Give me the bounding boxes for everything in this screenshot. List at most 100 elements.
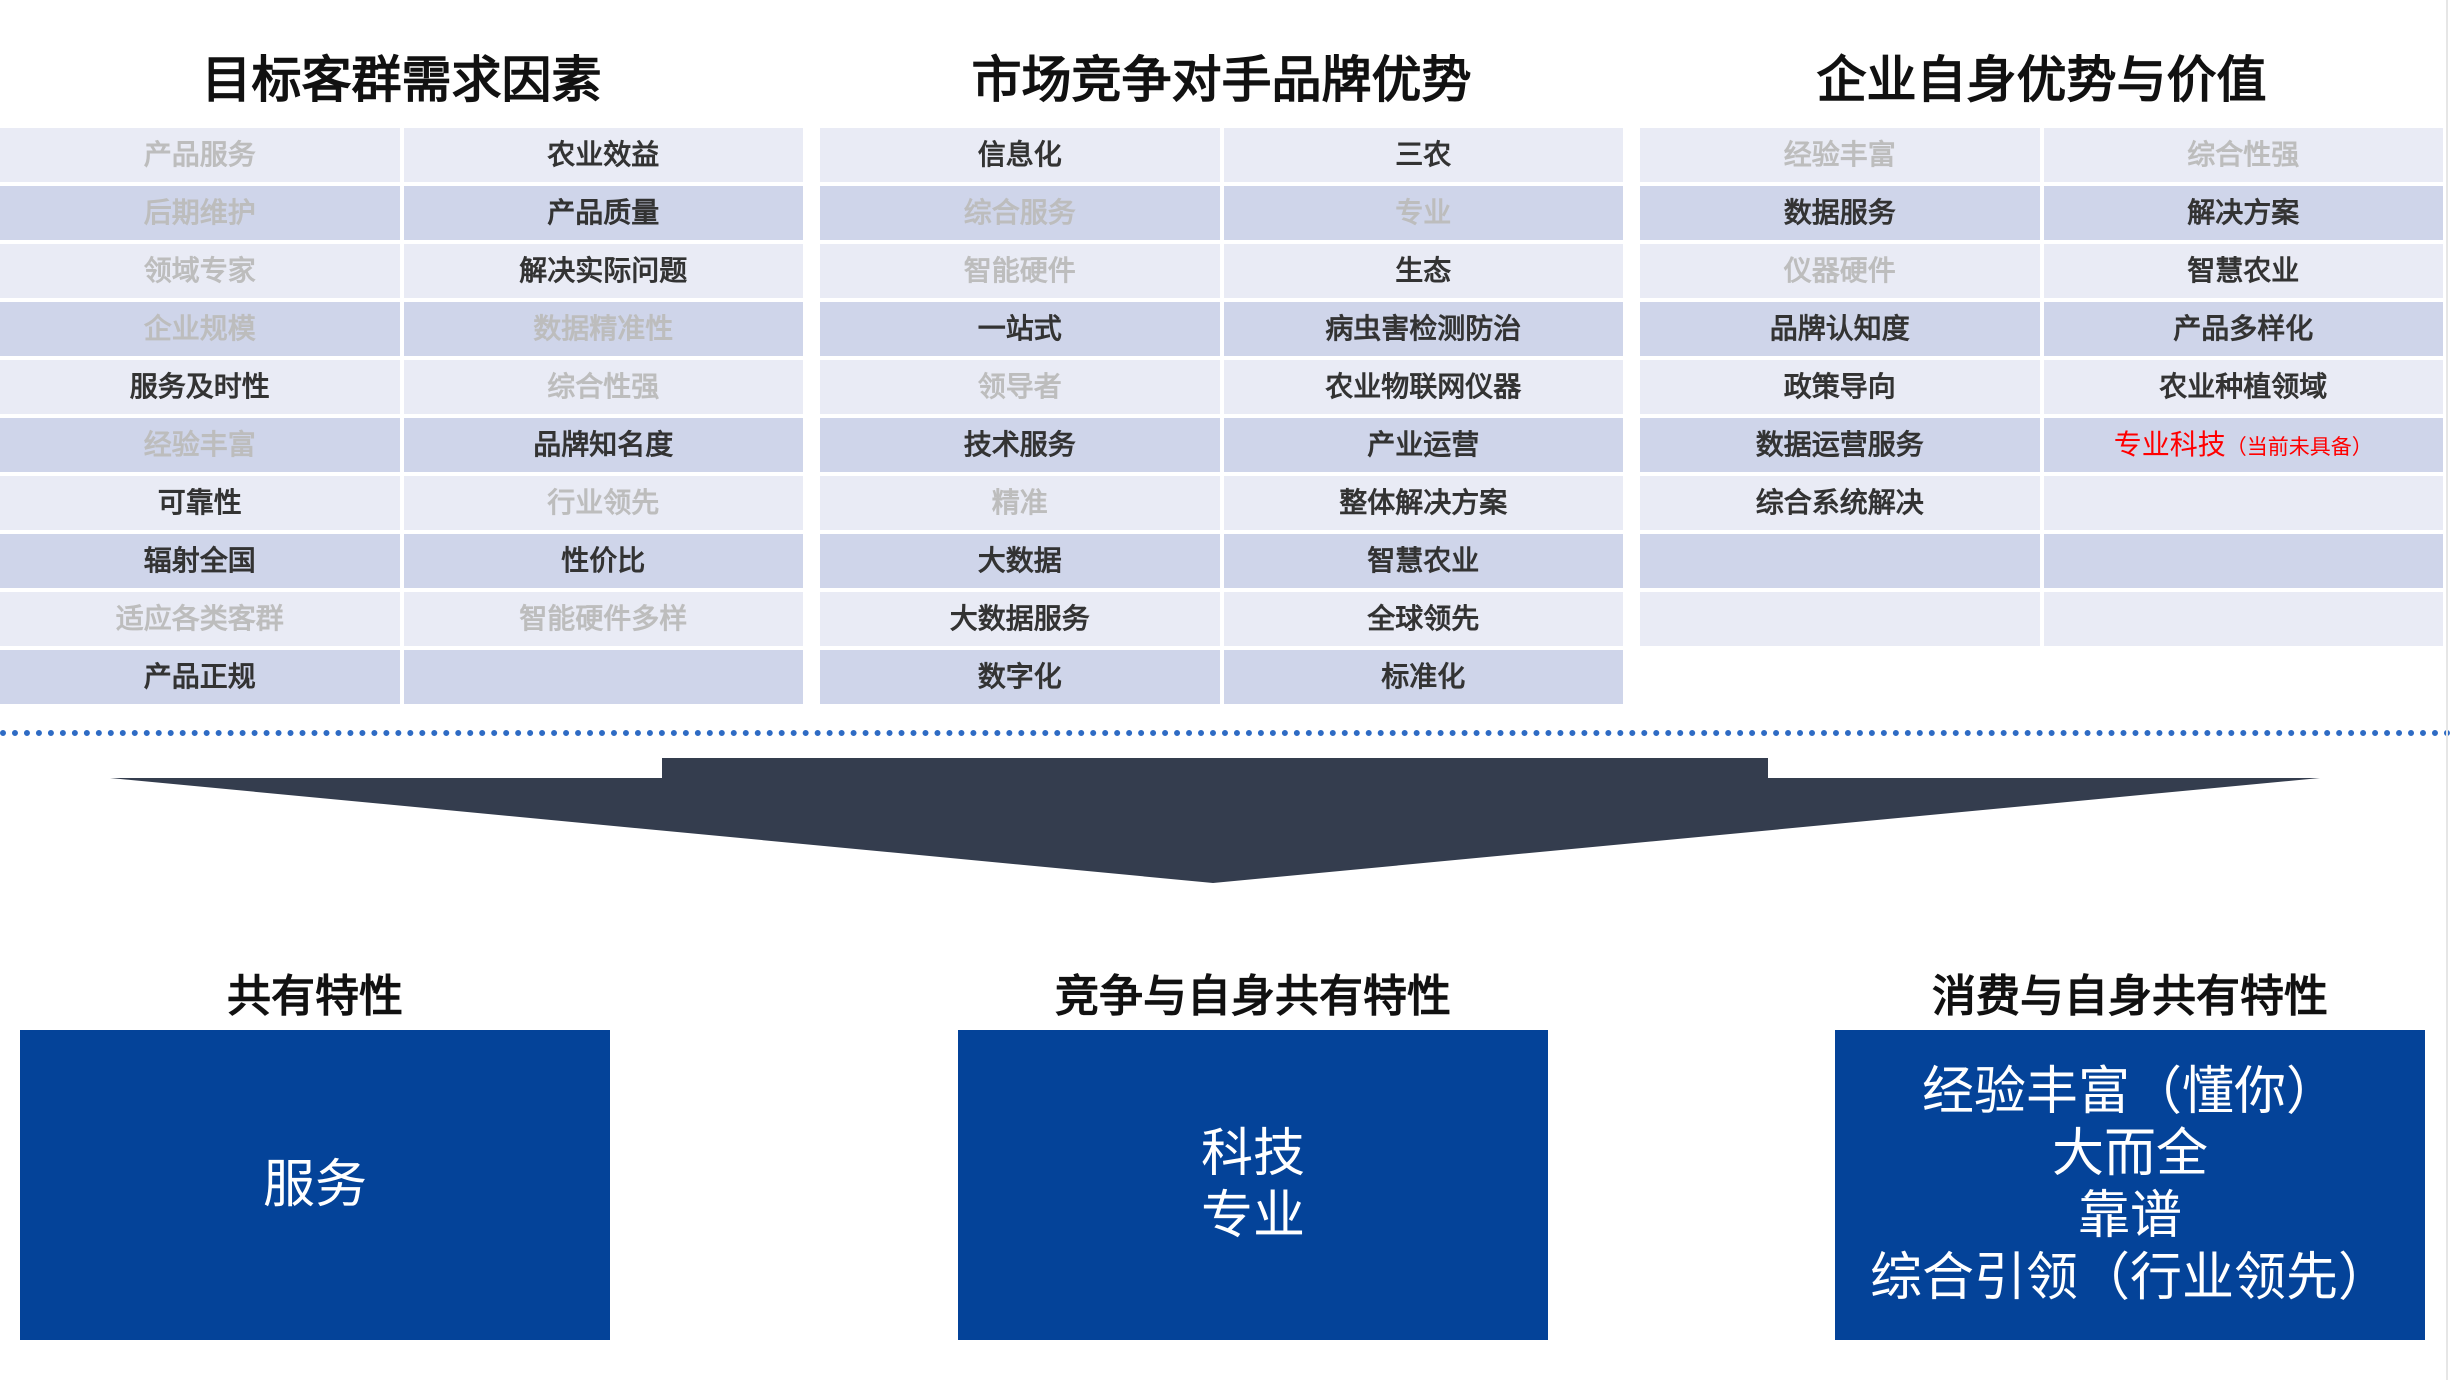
table-cell: 产业运营 — [1223, 418, 1623, 472]
table-cell: 辐射全国 — [0, 534, 400, 588]
cell-text: 综合服务 — [963, 196, 1076, 229]
table-cell: 生态 — [1223, 244, 1623, 298]
table-cell: 综合服务 — [820, 186, 1220, 240]
cell-text: 服务及时性 — [129, 370, 270, 403]
table-cell: 信息化 — [820, 128, 1220, 182]
cell-text: 综合系统解决 — [1755, 486, 1924, 519]
table-cell: 品牌知名度 — [403, 418, 803, 472]
table-cell: 整体解决方案 — [1223, 476, 1623, 530]
table-cell: 大数据服务 — [820, 592, 1220, 646]
box-line: 综合引领（行业领先） — [1869, 1248, 2390, 1308]
table-cell: 数字化 — [820, 650, 1220, 704]
table-cell: 服务及时性 — [0, 360, 400, 414]
funnel-arrow-icon — [110, 758, 2320, 883]
cell-text: 品牌知名度 — [533, 428, 674, 461]
cell-text: 经验丰富 — [143, 428, 256, 461]
table-cell: 农业效益 — [403, 128, 803, 182]
table-cell: 经验丰富 — [1640, 128, 2040, 182]
cell-text: 智能硬件 — [963, 254, 1076, 287]
cell-text: 综合性强 — [547, 370, 660, 403]
heading-competitor-common: 竞争与自身共有特性 — [1055, 971, 1451, 1022]
heading-consumer-common: 消费与自身共有特性 — [1932, 971, 2328, 1022]
cell-text: 精准 — [991, 486, 1048, 519]
cell-text: 领域专家 — [143, 254, 256, 287]
dotted-divider — [0, 730, 2452, 736]
table-cell: 专业 — [1223, 186, 1623, 240]
cell-text: 农业物联网仪器 — [1325, 370, 1522, 403]
table-cell: 全球领先 — [1223, 592, 1623, 646]
table-cell: 数据服务 — [1640, 186, 2040, 240]
cell-text: 技术服务 — [963, 428, 1076, 461]
cell-text: 数据运营服务 — [1755, 428, 1924, 461]
table-cell: 数据精准性 — [403, 302, 803, 356]
table-cell: 智慧农业 — [2043, 244, 2443, 298]
table-cell — [2043, 476, 2443, 530]
box-line: 服务 — [262, 1155, 367, 1215]
table-cell: 农业种植领域 — [2043, 360, 2443, 414]
cell-text: 可靠性 — [157, 486, 242, 519]
cell-text: 仪器硬件 — [1783, 254, 1896, 287]
table-cell: 企业规模 — [0, 302, 400, 356]
heading-common: 共有特性 — [227, 971, 403, 1022]
table-cell: 农业物联网仪器 — [1223, 360, 1623, 414]
table-cell: 三农 — [1223, 128, 1623, 182]
cell-text: 农业效益 — [547, 138, 660, 171]
table-cell: 病虫害检测防治 — [1223, 302, 1623, 356]
table-cell: 数据运营服务 — [1640, 418, 2040, 472]
cell-text: 大数据服务 — [949, 602, 1090, 635]
cell-text: 产品质量 — [547, 196, 660, 229]
cell-text: 政策导向 — [1783, 370, 1896, 403]
cell-text: 后期维护 — [143, 196, 256, 229]
table-cell: 综合性强 — [2043, 128, 2443, 182]
table-cell — [1640, 534, 2040, 588]
cell-text: 产品服务 — [143, 138, 256, 171]
cell-text: 产业运营 — [1367, 428, 1480, 461]
competitor-common-box: 科技专业 — [958, 1030, 1548, 1340]
table-cell: 性价比 — [403, 534, 803, 588]
cell-text: 生态 — [1395, 254, 1452, 287]
table-cell: 解决实际问题 — [403, 244, 803, 298]
table-cell: 产品服务 — [0, 128, 400, 182]
title-competitor-advantages: 市场竞争对手品牌优势 — [971, 51, 1472, 109]
cell-text: 产品正规 — [143, 660, 256, 693]
table-cell: 产品正规 — [0, 650, 400, 704]
title-company-advantages: 企业自身优势与价值 — [1816, 51, 2267, 109]
cell-text: 领导者 — [977, 370, 1062, 403]
customer-needs-table: 产品服务 农业效益后期维护 产品质量领域专家 解决实际问题企业规模 数据精准性服务及时性… — [0, 128, 803, 704]
table-cell: 品牌认知度 — [1640, 302, 2040, 356]
table-cell: 政策导向 — [1640, 360, 2040, 414]
table-cell: 精准 — [820, 476, 1220, 530]
cell-text: 数字化 — [977, 660, 1062, 693]
cell-text: 一站式 — [977, 312, 1062, 345]
box-line: 经验丰富（懂你） — [1921, 1062, 2338, 1122]
funnel-arrow-shape — [110, 758, 2320, 883]
table-cell: 智慧农业 — [1223, 534, 1623, 588]
cell-text: 经验丰富 — [1783, 138, 1896, 171]
table-cell: 可靠性 — [0, 476, 400, 530]
cell-text: 整体解决方案 — [1339, 486, 1508, 519]
cell-text: 企业规模 — [143, 312, 256, 345]
common-box: 服务 — [20, 1030, 610, 1340]
table-cell — [2043, 534, 2443, 588]
cell-text: 农业种植领域 — [2159, 370, 2328, 403]
cell-text: 品牌认知度 — [1769, 312, 1910, 345]
cell-text: 综合性强 — [2187, 138, 2300, 171]
table-cell: 产品质量 — [403, 186, 803, 240]
table-cell: 一站式 — [820, 302, 1220, 356]
page-edge-line — [2446, 0, 2448, 1380]
cell-text: 标准化 — [1381, 660, 1466, 693]
box-line: 专业 — [1200, 1186, 1305, 1246]
table-cell: 经验丰富 — [0, 418, 400, 472]
cell-note: （当前未具备） — [2225, 435, 2373, 459]
table-cell: 领导者 — [820, 360, 1220, 414]
box-line: 靠谱 — [2077, 1186, 2182, 1246]
cell-text: 专业科技 — [2113, 428, 2226, 461]
cell-text: 辐射全国 — [143, 544, 256, 577]
table-cell: 后期维护 — [0, 186, 400, 240]
cell-text: 三农 — [1395, 138, 1452, 171]
table-cell — [1640, 592, 2040, 646]
table-cell — [403, 650, 803, 704]
table-cell: 仪器硬件 — [1640, 244, 2040, 298]
company-advantages-table: 经验丰富综合性强数据服务解决方案仪器硬件智慧农业品牌认知度产品多样化政策导向农业… — [1640, 128, 2443, 646]
cell-text: 智慧农业 — [2187, 254, 2300, 287]
